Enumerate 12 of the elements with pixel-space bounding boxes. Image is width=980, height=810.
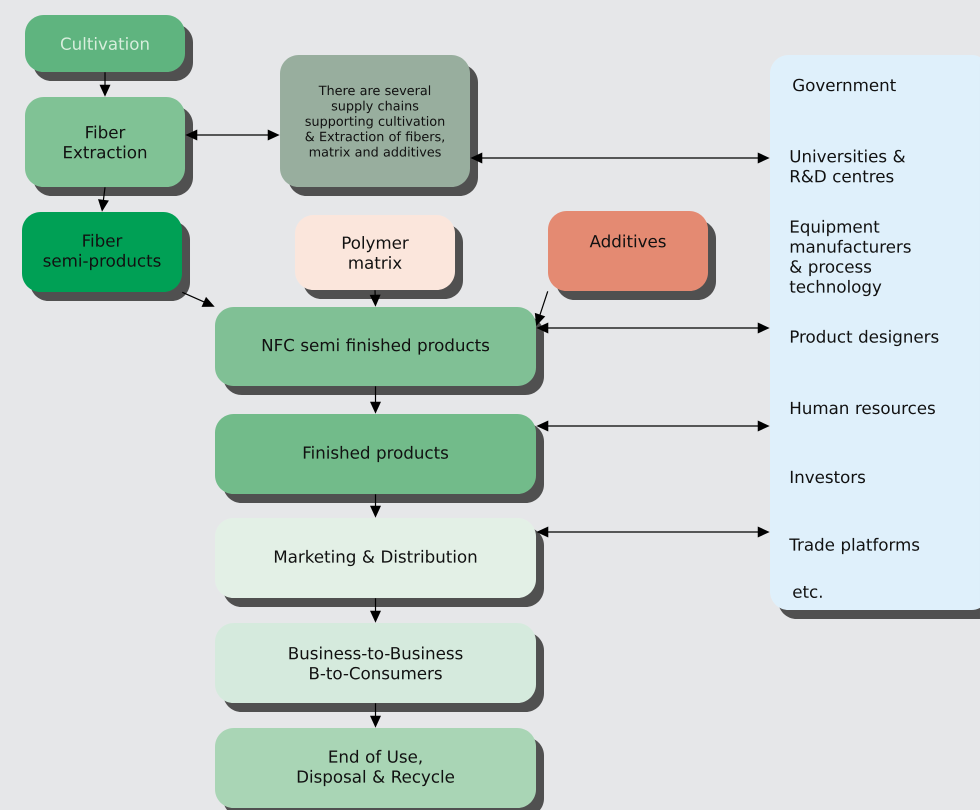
process-box: End of Use, Disposal & Recycle [215, 728, 544, 810]
process-box: Marketing & Distribution [215, 518, 544, 607]
process-box: Cultivation [25, 15, 193, 81]
process-box: Fiber semi-products [22, 212, 190, 301]
process-box: Finished products [215, 414, 544, 503]
input-box: Additives [548, 211, 716, 300]
input-box: Polymer matrix [295, 215, 463, 299]
note-box: There are several supply chains supporting cultivation & Extraction of fibers, matrix and additives [280, 55, 478, 196]
process-box: NFC semi finished products [215, 307, 544, 395]
process-box: Fiber Extraction [25, 97, 193, 196]
stakeholder-panel: Government Universities & R&D centres Equipment manufacturers & process technology Product designers Human resources Investors Trade platforms etc. [770, 55, 980, 619]
process-box: Business-to-Business B-to-Consumers [215, 623, 544, 712]
